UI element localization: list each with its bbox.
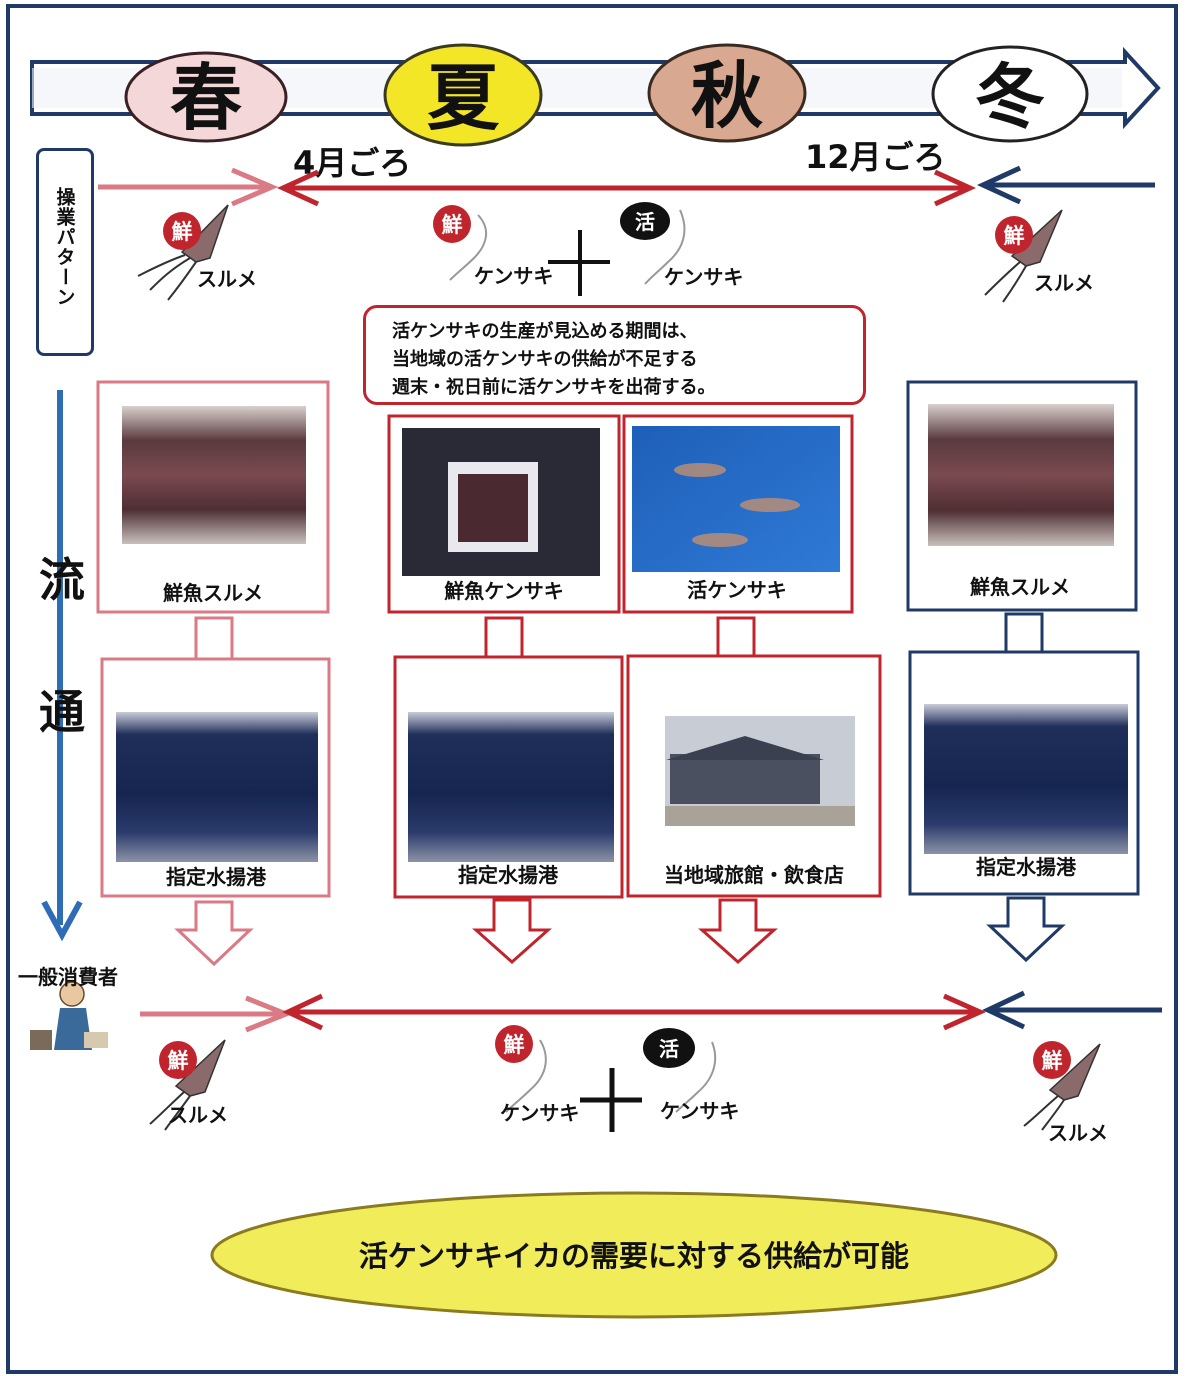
column-1: 鮮魚スルメ 指定水揚港 — [96, 380, 331, 967]
product-label: 鮮魚スルメ — [163, 581, 263, 605]
distribution-label-2: 通 — [39, 685, 85, 739]
destination-label: 当地域旅館・飲食店 — [664, 863, 844, 887]
operation-pattern-label-box: 操業パターン — [36, 148, 94, 356]
conclusion-ellipse: 活ケンサキイカの需要に対する供給が可能 — [210, 1191, 1058, 1319]
season-autumn-label: 秋 — [691, 54, 763, 138]
operation-arrows — [98, 165, 1155, 207]
distribution-label-1: 流 — [39, 553, 85, 607]
fresh-badge: 鮮 — [1042, 1049, 1063, 1073]
species-label: スルメ — [1034, 271, 1094, 295]
live-badge: 活 — [635, 210, 655, 234]
product-label: 鮮魚スルメ — [970, 575, 1070, 599]
season-winter: 冬 — [931, 45, 1089, 143]
top-squid-left: 鮮 スルメ — [137, 204, 257, 301]
season-summer-label: 夏 — [427, 56, 500, 140]
photo-landing-port — [924, 704, 1128, 854]
plus-sign-top — [548, 230, 610, 296]
photo-landing-port — [116, 712, 318, 862]
bottom-kensaki-live: 活 ケンサキ — [643, 1028, 739, 1123]
note-line-3: 週末・祝日前に活ケンサキを出荷する。 — [392, 377, 716, 398]
consumer-label: 一般消費者 — [18, 965, 118, 989]
fresh-badge: 鮮 — [168, 1049, 189, 1073]
column-2: 鮮魚ケンサキ 指定水揚港 — [387, 414, 624, 965]
top-squid-right: 鮮 スルメ — [984, 209, 1094, 303]
consumer-figure — [30, 981, 108, 1050]
destination-label: 指定水揚港 — [166, 865, 267, 889]
destination-label: 指定水揚港 — [458, 863, 559, 887]
distribution-axis — [41, 390, 83, 942]
fresh-badge: 鮮 — [504, 1033, 525, 1057]
top-kensaki-fresh: 鮮 ケンサキ — [433, 205, 553, 288]
conclusion-text: 活ケンサキイカの需要に対する供給が可能 — [359, 1239, 909, 1273]
species-label: ケンサキ — [660, 1099, 739, 1123]
outer-frame — [6, 4, 1178, 1374]
species-label: スルメ — [168, 1103, 228, 1127]
top-kensaki-live: 活 ケンサキ — [620, 202, 743, 289]
bottom-kensaki-fresh: 鮮 ケンサキ — [495, 1025, 579, 1125]
consumer-arrows — [140, 990, 1162, 1033]
fresh-badge: 鮮 — [442, 213, 463, 237]
operation-pattern-label: 操業パターン — [53, 187, 76, 307]
bottom-squid-right: 鮮 スルメ — [1023, 1041, 1108, 1145]
species-label: ケンサキ — [474, 264, 553, 288]
season-winter-label: 冬 — [975, 56, 1045, 138]
column-3: 活ケンサキ 当地域旅館・飲食店 — [622, 414, 882, 965]
photo-live-kensaki-tank — [632, 426, 840, 572]
live-badge: 活 — [659, 1037, 679, 1061]
column-4: 鮮魚スルメ 指定水揚港 — [906, 380, 1140, 963]
period-end-label: 12月ごろ — [805, 138, 946, 176]
plus-sign-bottom — [580, 1068, 642, 1132]
product-label: 鮮魚ケンサキ — [444, 579, 563, 603]
season-spring: 春 — [124, 51, 288, 143]
live-kensaki-note: 活ケンサキの生産が見込める期間は、 当地域の活ケンサキの供給が不足する 週末・祝… — [363, 305, 866, 405]
species-label: ケンサキ — [500, 1101, 579, 1125]
season-autumn: 秋 — [647, 43, 807, 143]
destination-label: 指定水揚港 — [976, 855, 1077, 879]
season-summer: 夏 — [383, 43, 543, 147]
note-line-1: 活ケンサキの生産が見込める期間は、 — [392, 321, 698, 342]
product-label: 活ケンサキ — [687, 578, 786, 602]
species-label: ケンサキ — [664, 265, 743, 289]
species-label: スルメ — [197, 267, 257, 291]
note-line-2: 当地域の活ケンサキの供給が不足する — [392, 349, 698, 370]
photo-fresh-surume — [928, 404, 1114, 546]
bottom-squid-left: 鮮 スルメ — [149, 1039, 228, 1131]
season-spring-label: 春 — [170, 56, 242, 140]
fresh-badge: 鮮 — [172, 220, 193, 244]
photo-fresh-surume — [122, 406, 306, 544]
photo-landing-port — [408, 712, 614, 862]
species-label: スルメ — [1048, 1121, 1108, 1145]
fresh-badge: 鮮 — [1004, 224, 1025, 248]
